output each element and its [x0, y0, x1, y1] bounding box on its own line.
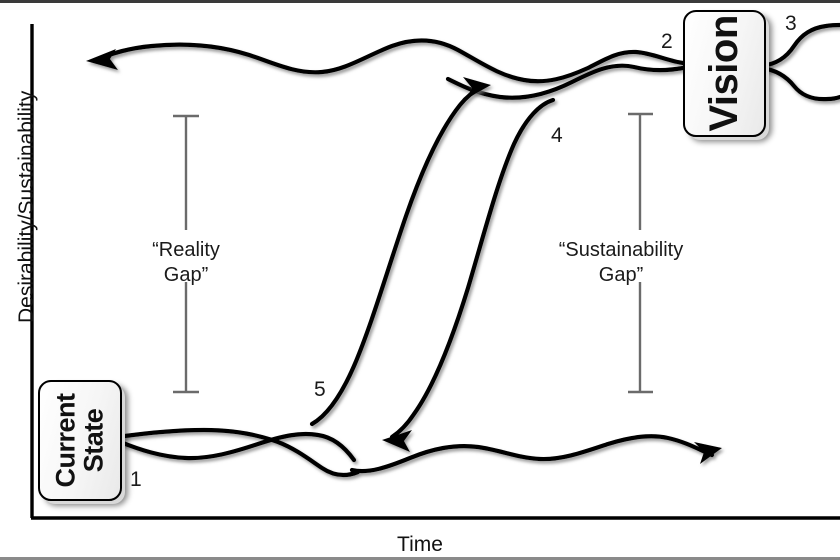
reality-gap-label: “Reality Gap” [106, 238, 266, 288]
current-state-label-line-2: State [78, 408, 109, 473]
reality-gap-label-line-1: “Reality [152, 239, 220, 261]
lower-trajectory-group [115, 427, 722, 478]
sustainability-gap-label-line-2: Gap” [598, 264, 644, 286]
page-top-rule [0, 0, 840, 3]
falling-curve-4-group [382, 97, 556, 452]
step-label-4: 4 [551, 124, 563, 147]
rising-curve-5-group [309, 77, 491, 427]
falling-curve-4-arrowhead [382, 430, 412, 452]
reality-gap-label-line-2: Gap” [163, 264, 209, 286]
vision-node-label: Vision [702, 15, 747, 132]
rising-curve-5 [309, 84, 485, 427]
upper-curve-secondary [445, 63, 686, 100]
vision-exit-trajectory-group [759, 22, 840, 102]
reality-gap-bracket [173, 114, 199, 394]
axis-lines [30, 24, 840, 520]
y-axis-title: Desirability/Sustainability [15, 90, 38, 323]
lower-curve-arrowhead [694, 442, 722, 464]
step-label-2: 2 [661, 30, 673, 53]
lower-curve-continuation [349, 434, 715, 474]
current-state-label-line-1: Current [50, 393, 81, 488]
falling-curve-4 [389, 97, 556, 440]
current-state-node[interactable]: Current State [38, 380, 122, 501]
upper-curve-arrowhead [86, 49, 118, 70]
rising-curve-5-arrowhead [463, 77, 491, 99]
vision-node[interactable]: Vision [683, 10, 766, 137]
upper-trajectory-group [86, 38, 686, 100]
sustainability-gap-label-line-1: “Sustainability [558, 239, 684, 261]
vision-exit-curve-lower [759, 65, 840, 102]
step-label-3: 3 [785, 12, 797, 35]
vision-exit-curve-upper [759, 22, 840, 69]
upper-curve-main [93, 38, 686, 84]
step-label-5: 5 [314, 378, 326, 401]
page-bottom-rule [0, 557, 840, 560]
current-state-node-label: Current State [50, 393, 109, 488]
lower-curve-lower [115, 431, 357, 463]
x-axis-title: Time [397, 533, 443, 556]
step-label-1: 1 [130, 468, 142, 491]
sustainability-gap-bracket [628, 112, 653, 394]
sustainability-gap-label: “Sustainability Gap” [490, 238, 752, 288]
